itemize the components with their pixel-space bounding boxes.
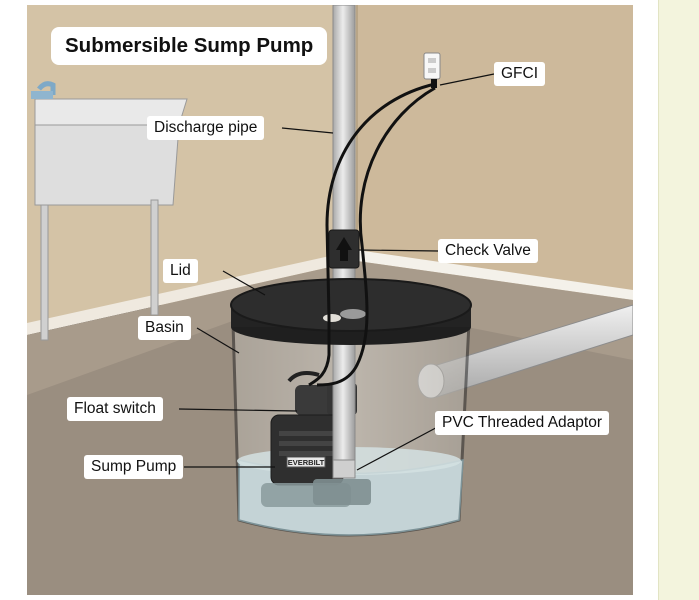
gfci-outlet — [423, 52, 441, 88]
diagram-title: Submersible Sump Pump — [51, 27, 328, 65]
diagram-frame: EVERBILT — [27, 5, 633, 595]
pump-brand-label: EVERBILT — [288, 458, 325, 467]
label-basin: Basin — [138, 316, 191, 340]
label-sump-pump: Sump Pump — [84, 455, 184, 479]
label-pvc-adaptor: PVC Threaded Adaptor — [435, 411, 609, 435]
label-lid: Lid — [163, 259, 198, 283]
label-leader-lines — [178, 73, 495, 471]
laundry-sink — [31, 81, 188, 341]
lid — [230, 278, 472, 345]
power-cords — [308, 82, 436, 387]
discharge-pipe — [328, 5, 360, 479]
side-panel — [658, 0, 699, 600]
sump-pump-illustration: EVERBILT — [27, 5, 633, 595]
label-check-valve: Check Valve — [438, 239, 538, 263]
label-discharge-pipe: Discharge pipe — [147, 116, 265, 140]
label-gfci: GFCI — [494, 62, 546, 86]
label-float-switch: Float switch — [67, 397, 163, 421]
